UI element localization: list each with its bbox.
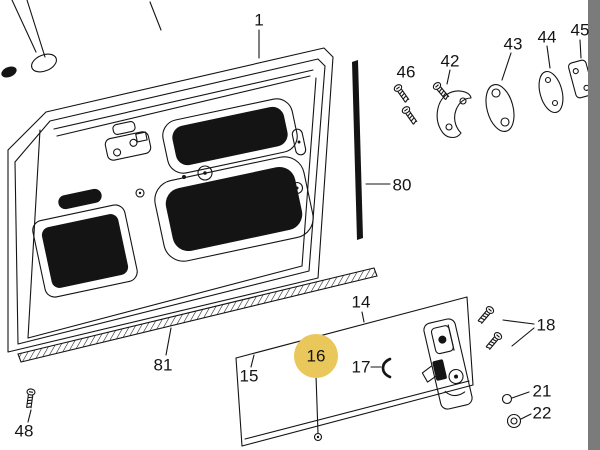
- center-door-opening: [154, 156, 314, 262]
- leader-lines: [27, 29, 582, 434]
- part-label-81[interactable]: 81: [153, 355, 173, 375]
- left-door-opening: [32, 204, 138, 298]
- part-label-45[interactable]: 45: [570, 20, 590, 40]
- sill-strip-81: [17, 267, 378, 363]
- part-label-80[interactable]: 80: [392, 175, 412, 195]
- part-label-15[interactable]: 15: [239, 366, 259, 386]
- part-label-44[interactable]: 44: [537, 27, 557, 47]
- grommet-22: [506, 413, 522, 429]
- trim-strip-80: [352, 60, 363, 240]
- upper-window-slot: [162, 98, 298, 174]
- lock-slot: [291, 128, 307, 156]
- part-label-21[interactable]: 21: [532, 381, 552, 401]
- plate-43: [485, 84, 515, 132]
- part-label-42[interactable]: 42: [440, 51, 460, 71]
- washer-21: [501, 393, 513, 405]
- part-label-18[interactable]: 18: [536, 315, 556, 335]
- part-label-43[interactable]: 43: [503, 34, 523, 54]
- top-left-parts: [1, 0, 162, 78]
- vent-latch-detail: [112, 121, 136, 135]
- bracket-42: [436, 90, 472, 139]
- lower-panel-outline: [235, 296, 474, 447]
- window-regulator-detail: [104, 131, 152, 161]
- gasket-44: [538, 70, 564, 114]
- part-16-highlight[interactable]: [294, 334, 338, 378]
- part-label-48[interactable]: 48: [14, 421, 34, 441]
- door-panel-drawing: [7, 47, 334, 353]
- part-label-14[interactable]: 14: [351, 292, 371, 312]
- door-latch-mechanism: [421, 318, 473, 410]
- part-label-16[interactable]: 16: [306, 346, 326, 366]
- part-label-17[interactable]: 17: [351, 357, 371, 377]
- part-label-1[interactable]: 1: [254, 10, 264, 30]
- part-label-46[interactable]: 46: [396, 62, 416, 82]
- fastener-16: [313, 432, 323, 442]
- armrest-slot: [58, 188, 102, 210]
- scan-edge-bar: [588, 0, 600, 450]
- clip-17: [381, 357, 392, 379]
- part-label-22[interactable]: 22: [532, 403, 552, 423]
